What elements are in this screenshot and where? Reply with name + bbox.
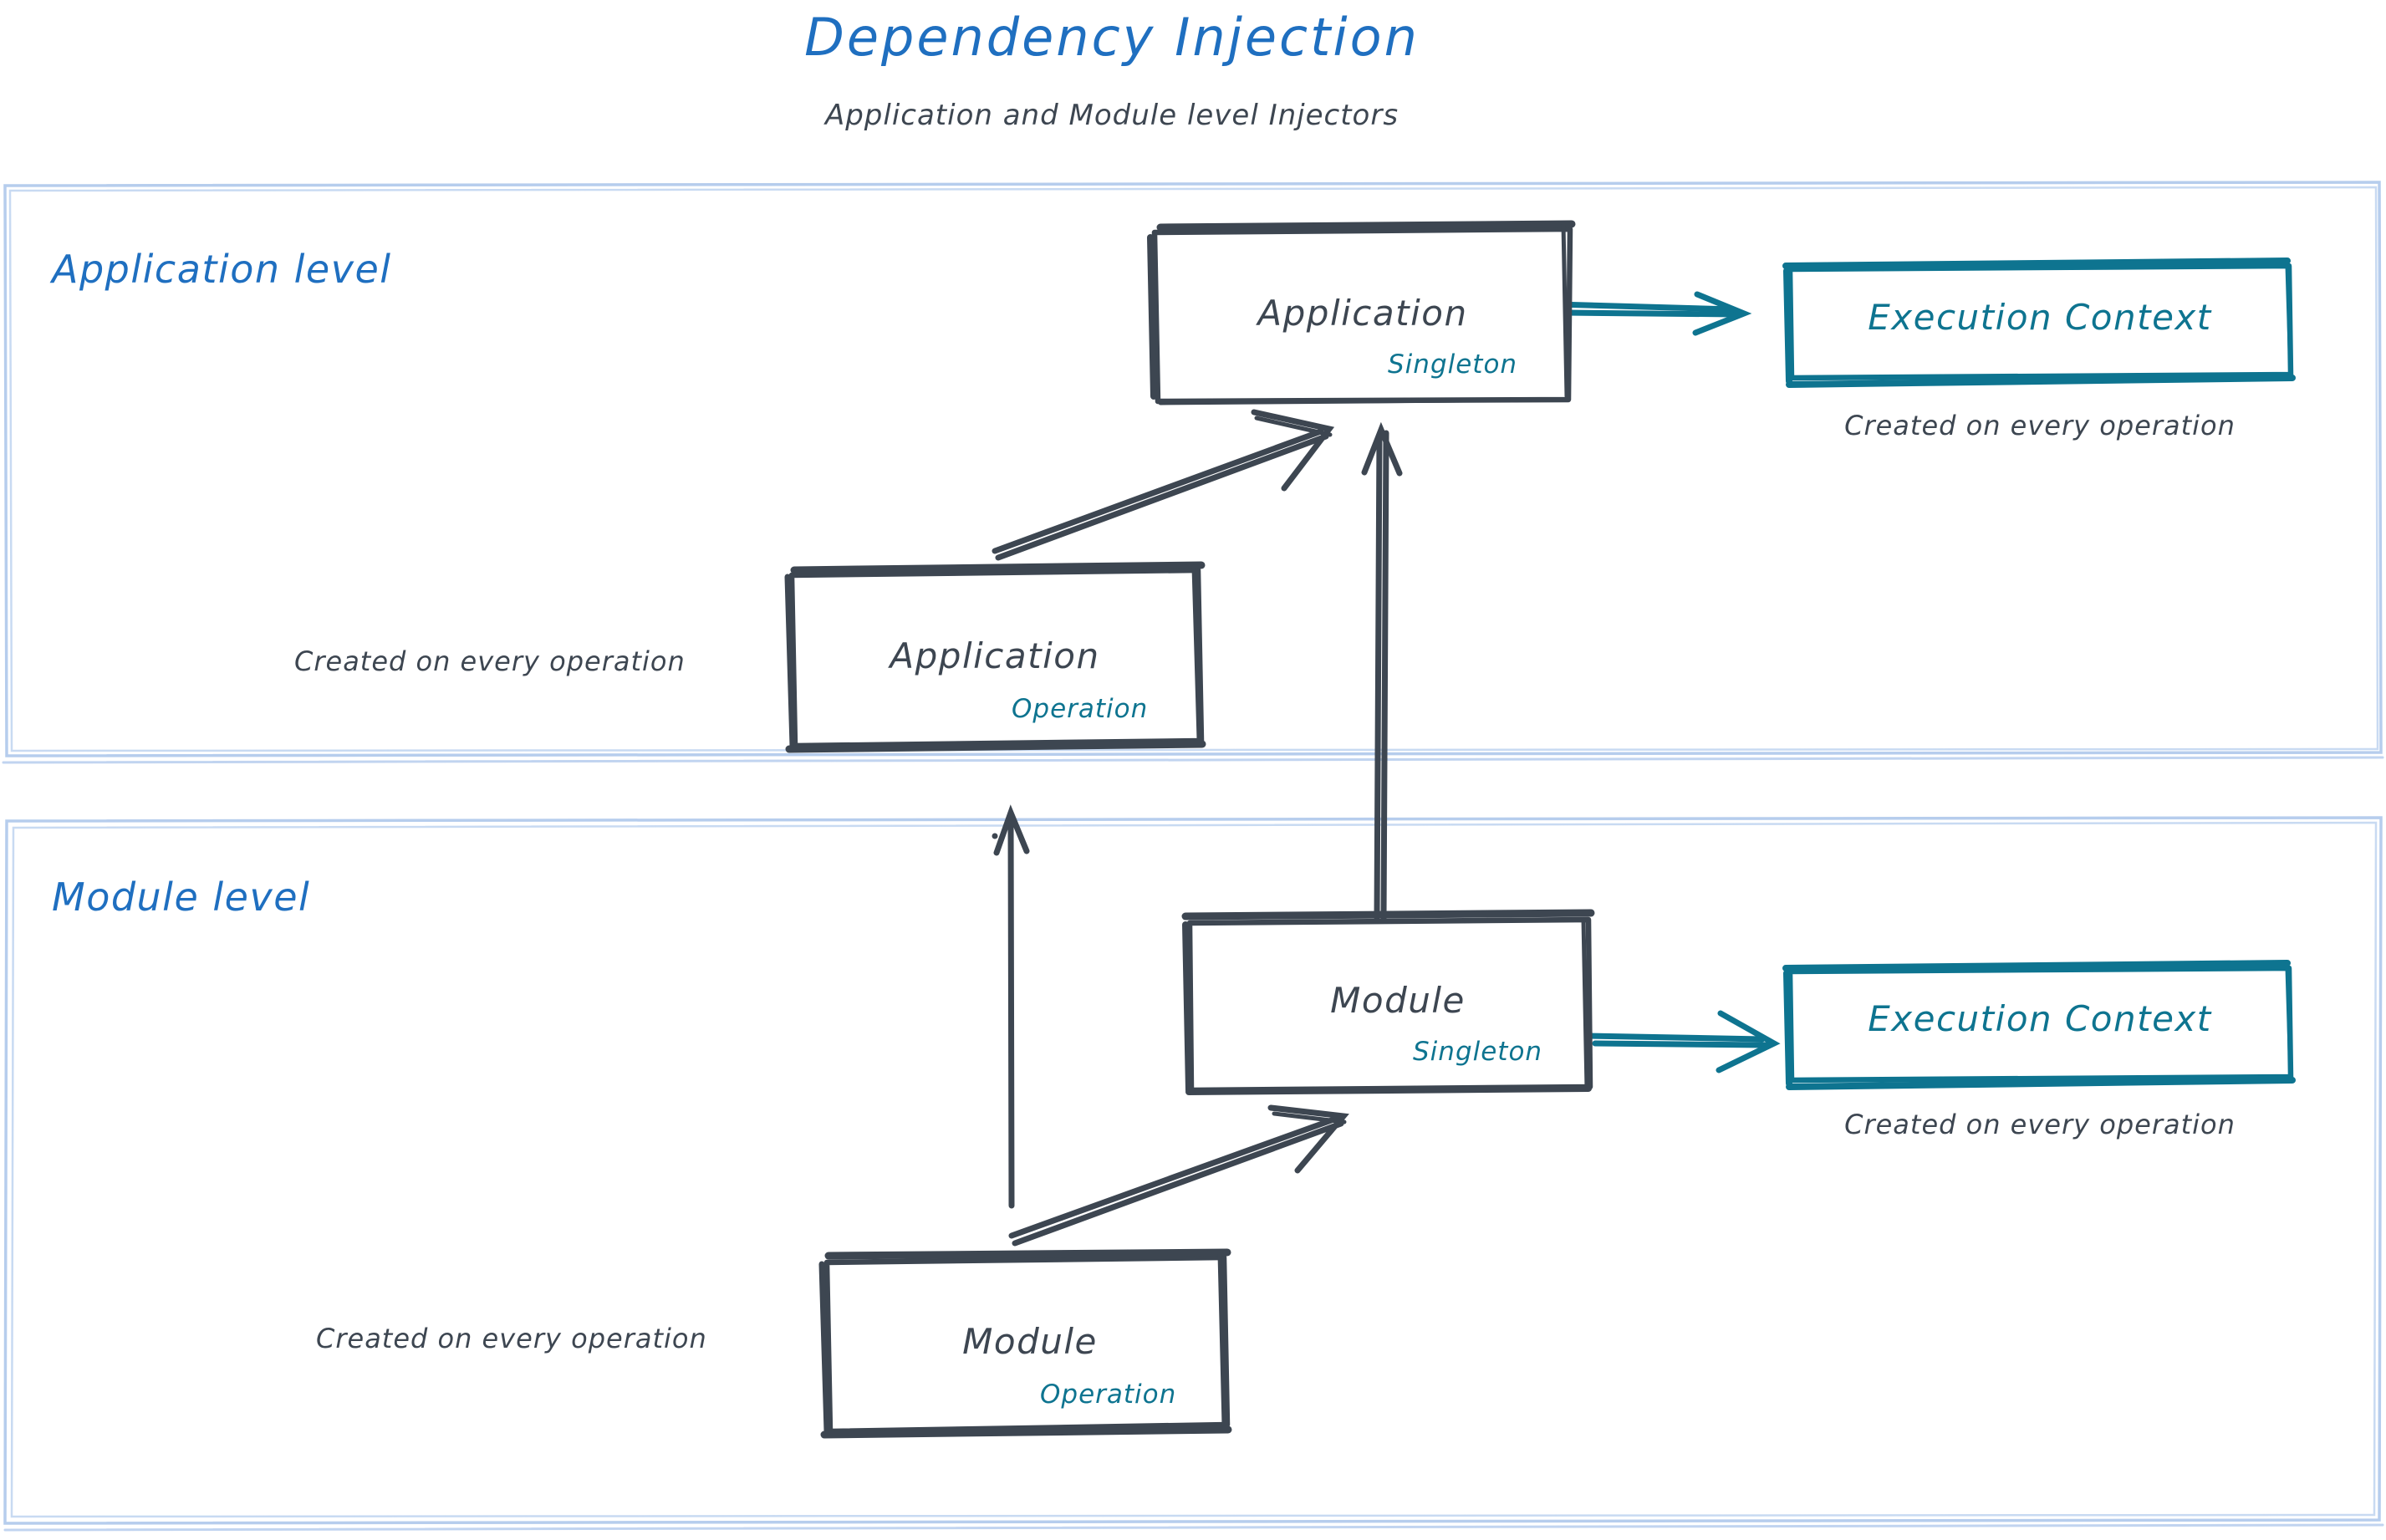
caption-module-operation: Created on every operation xyxy=(316,1323,707,1354)
box-module-singleton-scope: Singleton xyxy=(1413,1037,1543,1067)
box-execution-context-module-title: Execution Context xyxy=(1868,998,2212,1039)
box-application-operation-scope: Operation xyxy=(1012,694,1149,724)
zone-label-application-level: Application level xyxy=(52,247,392,292)
caption-application-operation: Created on every operation xyxy=(294,645,686,677)
arrow-module-singleton-to-application-singleton xyxy=(1361,421,1403,923)
box-application-singleton-scope: Singleton xyxy=(1388,349,1518,380)
box-module-operation-scope: Operation xyxy=(1040,1379,1177,1410)
box-application-singleton-title: Application xyxy=(1257,293,1468,334)
zone-label-module-level: Module level xyxy=(52,875,311,920)
arrow-module-operation-to-module-singleton xyxy=(1008,1104,1349,1247)
arrow-module-operation-to-application-operation xyxy=(993,804,1030,1209)
box-module-singleton-border[interactable] xyxy=(1181,909,1595,1095)
box-application-operation-border[interactable] xyxy=(784,561,1206,753)
zone-module-level-border xyxy=(3,816,2384,1532)
caption-execution-context-module: Created on every operation xyxy=(1844,1109,2236,1140)
arrow-application-operation-to-singleton xyxy=(992,409,1335,839)
arrow-module-to-execution-context xyxy=(1585,1010,1781,1073)
box-execution-context-application-title: Execution Context xyxy=(1868,297,2212,338)
box-execution-context-application-border[interactable] xyxy=(1782,258,2296,388)
arrow-application-to-execution-context xyxy=(1553,291,1752,336)
box-module-operation-title: Module xyxy=(962,1321,1098,1362)
box-application-singleton-border[interactable] xyxy=(1147,220,1576,405)
box-application-operation-title: Application xyxy=(890,635,1100,676)
box-execution-context-module-border[interactable] xyxy=(1782,960,2296,1090)
box-module-singleton-title: Module xyxy=(1330,980,1466,1021)
box-module-operation-border[interactable] xyxy=(818,1248,1232,1439)
page-subtitle: Application and Module level Injectors xyxy=(824,99,1399,132)
caption-execution-context-application: Created on every operation xyxy=(1844,410,2236,441)
page-title: Dependency Injection xyxy=(804,7,1420,68)
zone-application-level-border xyxy=(2,181,2384,764)
